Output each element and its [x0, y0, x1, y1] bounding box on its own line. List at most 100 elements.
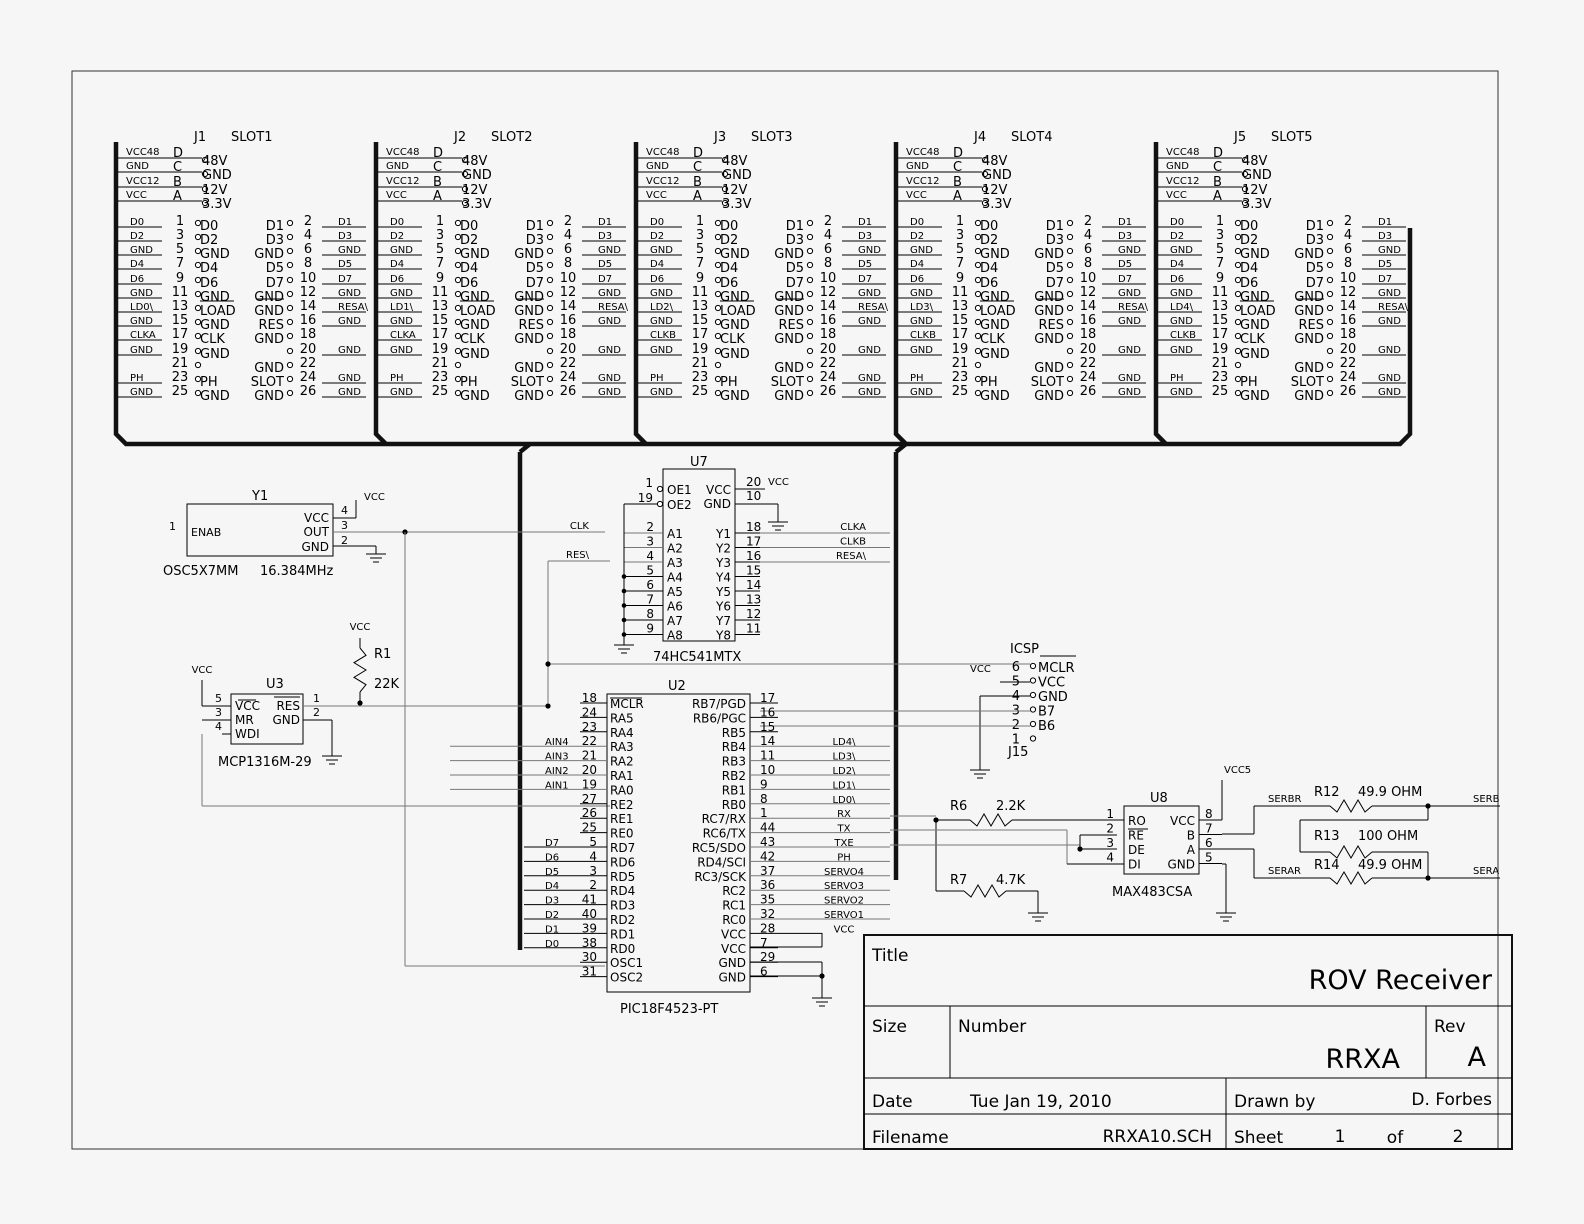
slot-right-label: GND: [1034, 361, 1064, 376]
sheet-border: [71, 70, 1499, 1150]
slot-right-label: D5: [266, 261, 284, 276]
slot-left-pin-circle: [194, 318, 202, 326]
u7-vcc: VCC: [706, 483, 731, 497]
slot-right-label: GND: [514, 332, 544, 347]
u8-left-label: RO: [1128, 814, 1146, 828]
slot-left-pin-circle: [714, 276, 722, 284]
slot-left-pin: 3: [176, 228, 184, 243]
slot-left-pin-circle: [194, 332, 202, 340]
slot-left-pin: 3: [1216, 228, 1224, 243]
slot-left-pin-circle: [974, 332, 982, 340]
slot-left-pin: 9: [176, 271, 184, 286]
slot-right-label: D3: [1306, 233, 1324, 248]
y1-out: OUT: [303, 525, 329, 539]
u2-left-pin: 2: [589, 878, 597, 892]
slot-right-pin: 24: [1080, 370, 1097, 385]
slot-left-net: CLKB: [650, 330, 676, 341]
slot-left-net: LD4\: [1170, 302, 1194, 313]
slot-right-pin: 12: [820, 285, 837, 300]
u2-right-pin: 8: [760, 792, 768, 806]
slot-left-label: GND: [720, 247, 750, 262]
slot-left-pin: 13: [172, 299, 189, 314]
slot-top-net: VCC48: [126, 147, 160, 158]
slot-left-net: D6: [910, 274, 924, 285]
u2-right-pin: 17: [760, 691, 775, 705]
slot-left-label: GND: [200, 290, 230, 305]
date-label: Date: [872, 1092, 913, 1112]
slot-right-net: GND: [1378, 387, 1401, 398]
slot-left-pin-circle: [714, 233, 722, 241]
slot-right-pin-circle: [546, 276, 554, 284]
slot-right-label: D3: [526, 233, 544, 248]
slot-left-pin: 19: [1212, 342, 1229, 357]
slot-right-pin: 14: [560, 299, 577, 314]
u3-pin5: 5: [215, 692, 222, 705]
slot-top-label: 12V: [462, 183, 488, 198]
slot-left-net: PH: [650, 373, 664, 384]
junction-dot: [545, 703, 551, 709]
slot-left-label: GND: [1240, 318, 1270, 333]
u2-left-net: D2: [545, 910, 559, 921]
slot-left-label: GND: [200, 347, 230, 362]
u2-right-label: RB4: [722, 740, 746, 754]
slot-right-pin-circle: [1326, 247, 1334, 255]
slot-top-pin: A: [433, 189, 442, 204]
slot-left-net: D6: [1170, 274, 1184, 285]
u2-right-label: RB1: [722, 783, 746, 797]
slot-right-label: D3: [266, 233, 284, 248]
slot-left-label: CLK: [1240, 332, 1265, 347]
slot-left-pin: 21: [1212, 356, 1229, 371]
u8-right-pin: 7: [1205, 822, 1213, 836]
slot-top-pin: C: [173, 160, 182, 175]
slot-right-label: RES: [1039, 318, 1065, 333]
slot-right-label: SLOT: [1291, 375, 1324, 390]
slot-left-label: D0: [200, 219, 218, 234]
u2-left-net: D4: [545, 881, 559, 892]
serar-net: SERAR: [1268, 866, 1301, 877]
u2-right-net: RX: [837, 809, 851, 820]
u2-left-pin: 39: [582, 921, 597, 935]
slot-left-label: GND: [1240, 290, 1270, 305]
u2-right-pin: 7: [760, 936, 768, 950]
slot-left-pin-circle: [974, 375, 982, 383]
slot-right-label: D5: [786, 261, 804, 276]
slot-left-label: D2: [460, 233, 478, 248]
u8-vcc5: VCC5: [1224, 765, 1251, 776]
icsp-label: B6: [1038, 719, 1055, 734]
slot-right-net: D3: [598, 231, 612, 242]
slot-top-pin-circle: [461, 199, 469, 207]
slot-right-pin: 20: [820, 342, 837, 357]
u8-right-label: B: [1187, 829, 1195, 843]
slot-left-pin-circle: [714, 361, 722, 369]
slot-right-label: GND: [1294, 290, 1324, 305]
slot-left-label: GND: [1240, 347, 1270, 362]
slot-top-net: VCC12: [906, 176, 940, 187]
slot-left-pin-circle: [974, 219, 982, 227]
slot-right-pin: 16: [300, 313, 317, 328]
slot-right-label: SLOT: [771, 375, 804, 390]
u7-oe-bubble: [656, 500, 664, 508]
u2-left-pin: 26: [582, 806, 597, 820]
slot-left-label: GND: [980, 318, 1010, 333]
slot-right-pin: 18: [300, 327, 317, 342]
slot-top-pin-circle: [201, 199, 209, 207]
slot-left-label: LOAD: [980, 304, 1016, 319]
slot-right-label: D1: [526, 219, 544, 234]
u2-right-pin: 16: [760, 705, 775, 719]
slot-right-pin: 20: [560, 342, 577, 357]
u2-left-net: AIN3: [545, 752, 569, 763]
r1-value: 22K: [374, 677, 400, 692]
u7-gnd: GND: [703, 497, 731, 511]
slot-left-pin: 9: [436, 271, 444, 286]
u2-left-label: RD4: [610, 884, 635, 898]
slot-ref: J3: [713, 130, 726, 145]
u2-left-label: RD3: [610, 899, 635, 913]
slot-top-net: VCC: [126, 190, 147, 201]
slot-right-pin-circle: [806, 261, 814, 269]
slot-top-pin: B: [173, 175, 182, 190]
slot-right-net: GND: [598, 245, 621, 256]
slot-right-pin: 22: [1080, 356, 1097, 371]
slot-right-pin-circle: [806, 389, 814, 397]
